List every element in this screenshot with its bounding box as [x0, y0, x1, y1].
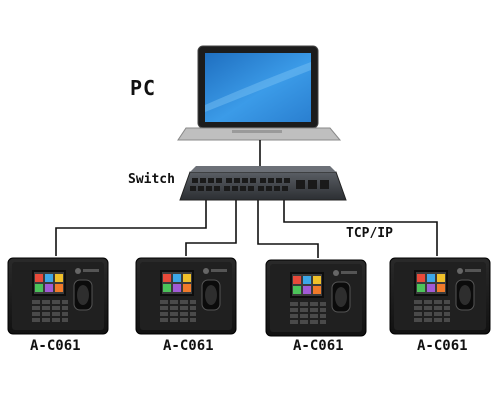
protocol-label: TCP/IP — [346, 226, 393, 241]
pc-label: PC — [130, 76, 157, 100]
network-switch-icon — [179, 166, 347, 201]
device-4-terminal-icon — [389, 257, 491, 335]
device-4-model-label: A-C061 — [417, 338, 468, 354]
device-3-model-label: A-C061 — [293, 338, 344, 354]
device-1-model-label: A-C061 — [30, 338, 81, 354]
device-3-terminal-icon — [265, 259, 367, 337]
cable-device-4 — [283, 196, 438, 256]
device-1-terminal-icon — [7, 257, 109, 335]
cable-device-2 — [185, 196, 237, 256]
cable-device-1 — [55, 196, 207, 256]
laptop-pc-icon — [177, 45, 342, 141]
switch-label: Switch — [128, 172, 175, 187]
network-cables — [55, 140, 438, 258]
device-2-model-label: A-C061 — [163, 338, 214, 354]
device-2-terminal-icon — [135, 257, 237, 335]
cable-device-3 — [257, 196, 319, 258]
